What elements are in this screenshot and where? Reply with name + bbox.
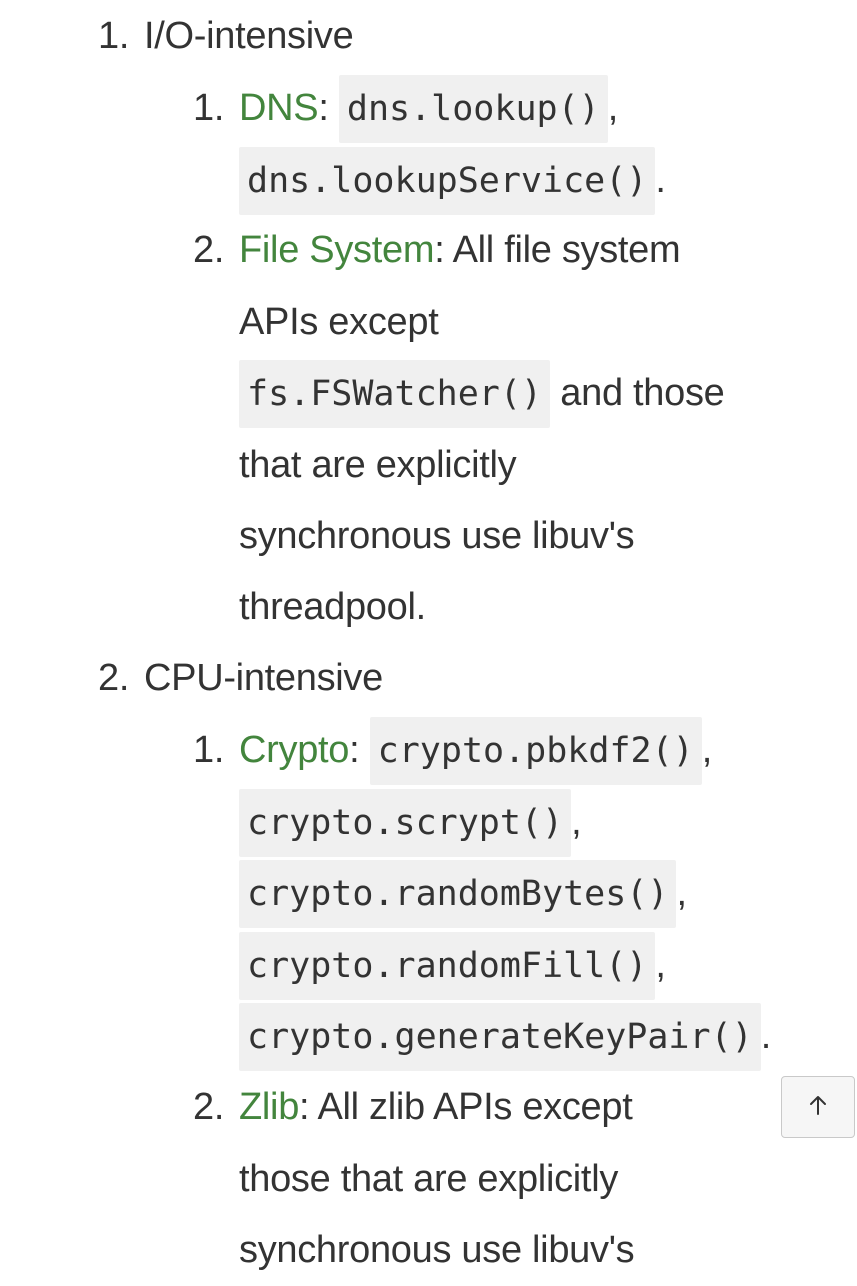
comma: ,	[571, 801, 582, 843]
code-crypto-random-fill: crypto.randomFill()	[239, 932, 656, 1000]
code-dns-lookup-service: dns.lookupService()	[239, 147, 656, 215]
list-number: 2.	[98, 657, 130, 699]
list-item-label: CPU-intensive	[144, 657, 383, 699]
colon: :	[349, 729, 360, 771]
list-item-text: dns.lookupService().	[239, 144, 666, 217]
text: APIs except	[239, 301, 439, 343]
code-crypto-generate-key-pair: crypto.generateKeyPair()	[239, 1003, 761, 1071]
text: synchronous use libuv's	[239, 1229, 635, 1271]
scroll-to-top-button[interactable]	[781, 1076, 855, 1138]
list-item-text: crypto.generateKeyPair().	[239, 1000, 771, 1073]
list-number: 1.	[193, 87, 225, 129]
code-crypto-random-bytes: crypto.randomBytes()	[239, 860, 677, 928]
list-item-label: I/O-intensive	[144, 15, 354, 57]
comma: ,	[655, 944, 666, 986]
list-item-text: Zlib: All zlib APIs except	[239, 1071, 633, 1143]
list-item-text: crypto.scrypt(),	[239, 786, 582, 859]
list-number: 2.	[193, 229, 225, 271]
code-fs-fswatcher: fs.FSWatcher()	[239, 360, 551, 428]
list-number: 2.	[193, 1086, 225, 1128]
text: and those	[550, 372, 725, 414]
file-system-link[interactable]: File System	[239, 229, 435, 271]
colon: :	[318, 87, 329, 129]
code-crypto-scrypt: crypto.scrypt()	[239, 789, 572, 857]
text: : All file system	[434, 229, 681, 271]
list-item-text: DNS: dns.lookup(),	[239, 72, 618, 145]
code-crypto-pbkdf2: crypto.pbkdf2()	[369, 717, 702, 785]
dns-link[interactable]: DNS	[239, 87, 319, 129]
list-number: 1.	[193, 729, 225, 771]
text: that are explicitly	[239, 444, 517, 486]
separator: ,	[607, 87, 619, 129]
comma: ,	[676, 872, 687, 914]
arrow-up-icon	[808, 1092, 828, 1123]
period: .	[760, 1015, 772, 1057]
list-number: 1.	[98, 15, 130, 57]
list-item-text: fs.FSWatcher() and those	[239, 357, 725, 430]
list-item-text: Crypto: crypto.pbkdf2(),	[239, 714, 712, 787]
zlib-link[interactable]: Zlib	[239, 1086, 300, 1128]
list-item-text: crypto.randomFill(),	[239, 929, 666, 1002]
text: those that are explicitly	[239, 1158, 619, 1200]
text: synchronous use libuv's	[239, 515, 635, 557]
crypto-link[interactable]: Crypto	[239, 729, 350, 771]
period: .	[655, 159, 666, 201]
text: : All zlib APIs except	[299, 1086, 633, 1128]
list-item-text: File System: All file system	[239, 214, 681, 286]
list-item-text: crypto.randomBytes(),	[239, 857, 687, 930]
text: threadpool.	[239, 586, 426, 628]
comma: ,	[701, 729, 713, 771]
code-dns-lookup: dns.lookup()	[338, 75, 608, 143]
